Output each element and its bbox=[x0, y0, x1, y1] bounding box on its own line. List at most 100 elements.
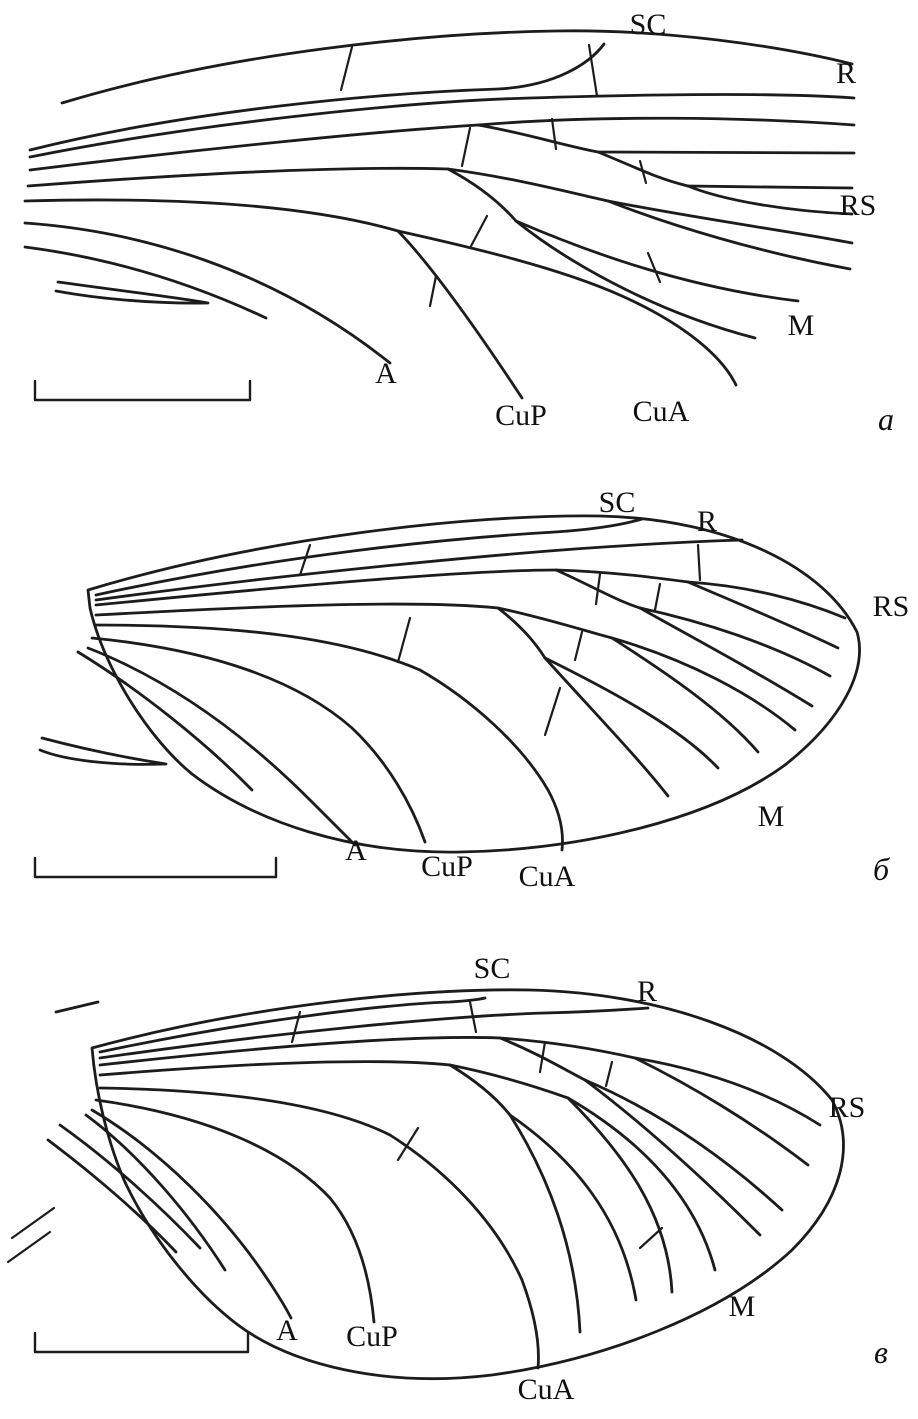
vein-line bbox=[23, 245, 268, 320]
vein-line bbox=[508, 1113, 638, 1302]
vein-line bbox=[448, 1063, 570, 1100]
vein-label-sc: SC bbox=[598, 486, 636, 519]
vein-line bbox=[583, 1078, 784, 1212]
anal-fold-line bbox=[38, 736, 168, 766]
vein-label-cup: CuP bbox=[495, 399, 547, 432]
scale-bar-b bbox=[33, 856, 278, 879]
vein-line bbox=[610, 636, 760, 754]
vein-line bbox=[98, 1060, 452, 1077]
vein-label-cup: CuP bbox=[346, 1320, 398, 1353]
vein-line bbox=[543, 656, 670, 798]
crossvein-line bbox=[298, 543, 312, 577]
vein-label-sc: SC bbox=[629, 8, 667, 41]
vein-line bbox=[94, 538, 744, 602]
panel-letter-v: в bbox=[874, 1334, 888, 1370]
crossvein-line bbox=[638, 159, 648, 185]
anal-fold-line bbox=[54, 280, 210, 305]
vein-line bbox=[396, 229, 524, 400]
vein-line bbox=[28, 123, 480, 172]
wing-drawing-b bbox=[33, 514, 861, 879]
vein-label-cup: CuP bbox=[421, 850, 473, 883]
base-hatch-line bbox=[10, 1206, 56, 1240]
vein-line bbox=[90, 636, 427, 844]
crossvein-line bbox=[587, 43, 599, 98]
vein-line bbox=[686, 580, 840, 650]
panel-letter-b: б bbox=[872, 851, 890, 887]
vein-line bbox=[514, 219, 800, 303]
vein-line bbox=[94, 602, 500, 617]
crossvein-line bbox=[543, 686, 562, 737]
vein-label-a: A bbox=[276, 1314, 298, 1347]
vein-label-m: M bbox=[757, 800, 785, 833]
vein-line bbox=[583, 1078, 762, 1237]
vein-label-sc: SC bbox=[473, 952, 511, 985]
vein-line bbox=[566, 1096, 674, 1294]
vein-line bbox=[94, 517, 644, 597]
vein-line bbox=[60, 29, 854, 105]
vein-line bbox=[638, 606, 832, 678]
margin-dash bbox=[54, 1000, 100, 1014]
wing-outline bbox=[90, 988, 845, 1381]
vein-line bbox=[686, 184, 854, 216]
crossvein-line bbox=[696, 543, 702, 582]
vein-line bbox=[638, 606, 814, 708]
crossvein-line bbox=[290, 1010, 302, 1044]
vein-line bbox=[514, 219, 757, 340]
vein-line bbox=[396, 229, 738, 387]
vein-line bbox=[94, 568, 558, 607]
vein-line bbox=[496, 606, 614, 640]
vein-line bbox=[610, 636, 797, 732]
vein-label-rs: RS bbox=[872, 590, 910, 623]
vein-line bbox=[498, 1036, 587, 1082]
vein-line bbox=[476, 123, 600, 154]
crossvein-line bbox=[468, 214, 489, 250]
vein-line bbox=[84, 1113, 227, 1272]
vein-line bbox=[94, 1098, 376, 1324]
crossvein-line bbox=[460, 126, 472, 168]
vein-line bbox=[606, 199, 852, 271]
wing-outline bbox=[86, 514, 861, 854]
vein-line bbox=[98, 996, 487, 1054]
vein-label-a: A bbox=[375, 357, 397, 390]
vein-line bbox=[26, 166, 450, 188]
vein-line bbox=[606, 199, 854, 245]
crossvein-line bbox=[604, 1060, 614, 1088]
vein-label-rs: RS bbox=[839, 189, 877, 222]
vein-label-m: M bbox=[728, 1290, 756, 1323]
vein-line bbox=[23, 198, 400, 233]
vein-line bbox=[496, 606, 547, 660]
vein-line bbox=[508, 1113, 582, 1334]
vein-label-cua: CuA bbox=[632, 395, 690, 428]
scale-bar-c bbox=[33, 1331, 250, 1354]
vein-line bbox=[46, 1138, 178, 1254]
vein-line bbox=[418, 668, 564, 852]
vein-line bbox=[566, 1096, 717, 1272]
vein-line bbox=[98, 1036, 502, 1067]
vein-line bbox=[596, 150, 856, 155]
vein-line bbox=[554, 568, 690, 584]
vein-label-cua: CuA bbox=[518, 860, 576, 893]
vein-label-rs: RS bbox=[828, 1091, 866, 1124]
crossvein-line bbox=[538, 1040, 547, 1074]
crossvein-line bbox=[594, 572, 602, 606]
crossvein-line bbox=[550, 117, 558, 151]
crossvein-line bbox=[573, 630, 584, 662]
vein-line bbox=[94, 623, 422, 672]
wing-drawing-c bbox=[6, 988, 845, 1381]
vein-line bbox=[686, 580, 847, 620]
crossvein-line bbox=[653, 582, 662, 612]
scale-bar-a bbox=[33, 379, 252, 402]
crossvein-line bbox=[638, 1226, 664, 1250]
vein-line bbox=[686, 184, 854, 190]
vein-line bbox=[28, 42, 606, 152]
vein-line bbox=[596, 150, 690, 188]
vein-line bbox=[76, 650, 254, 792]
vein-label-r: R bbox=[696, 505, 718, 538]
vein-label-r: R bbox=[835, 57, 857, 90]
vein-line bbox=[448, 1063, 512, 1117]
vein-line bbox=[543, 656, 720, 770]
vein-line bbox=[86, 646, 357, 847]
vein-line bbox=[23, 221, 392, 365]
crossvein-line bbox=[646, 251, 662, 284]
